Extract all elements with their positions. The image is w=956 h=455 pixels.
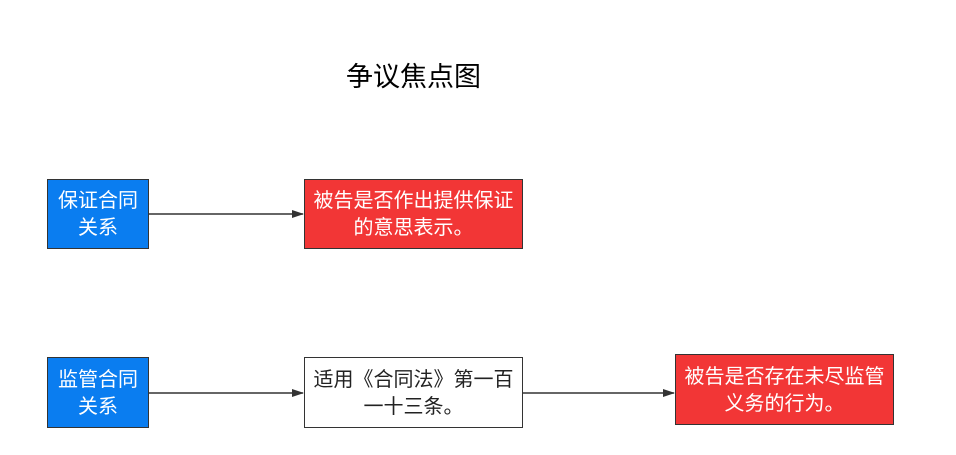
node-supervision-duty-issue: 被告是否存在未尽监管义务的行为。: [675, 354, 894, 425]
diagram-title: 争议焦点图: [346, 62, 481, 93]
node-guarantee-contract-label: 保证合同关系: [58, 188, 138, 239]
node-contract-law-article: 适用《合同法》第一百一十三条。: [304, 357, 523, 428]
node-supervision-contract: 监管合同关系: [47, 357, 149, 428]
node-guarantee-intent-issue-label: 被告是否作出提供保证的意思表示。: [313, 188, 514, 239]
node-guarantee-contract: 保证合同关系: [47, 179, 149, 249]
node-contract-law-article-label: 适用《合同法》第一百一十三条。: [313, 366, 514, 418]
node-guarantee-intent-issue: 被告是否作出提供保证的意思表示。: [304, 179, 523, 249]
node-supervision-contract-label: 监管合同关系: [58, 366, 138, 418]
node-supervision-duty-issue-label: 被告是否存在未尽监管义务的行为。: [684, 363, 885, 415]
